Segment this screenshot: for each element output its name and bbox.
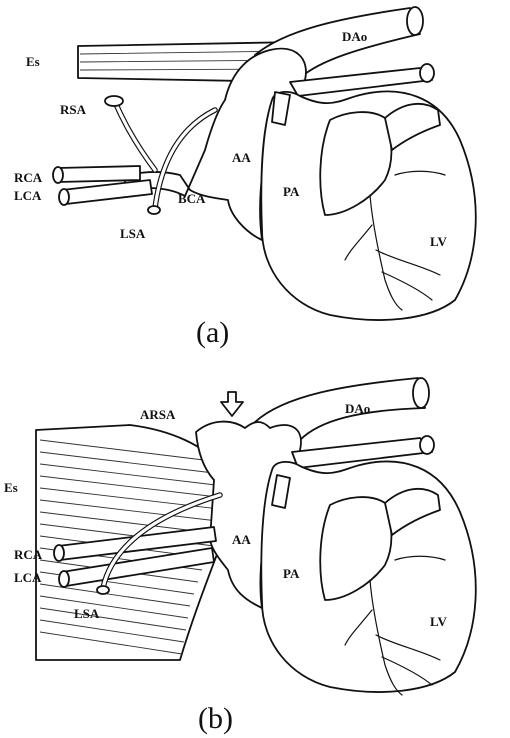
label-lca-a: LCA <box>14 188 42 203</box>
label-aa-b: AA <box>232 532 251 547</box>
ductal-band-b <box>291 435 435 469</box>
lsa-vessel-b <box>96 492 223 595</box>
caption-a: (a) <box>196 316 229 349</box>
lca-vessel-b <box>58 547 215 588</box>
label-dao-b: DAo <box>345 401 370 416</box>
panel-b: ARSA Es RCA LCA LSA AA PA DAo LV (b) <box>4 377 477 735</box>
rsa-vessel-a <box>104 95 158 173</box>
arrow-indicator-icon <box>220 391 244 417</box>
panel-a: Es RSA RCA LCA LSA BCA AA PA DAo LV (a) <box>14 6 477 349</box>
label-pa-a: PA <box>283 184 300 199</box>
lsa-vessel-a <box>147 107 218 215</box>
label-es-a: Es <box>26 54 40 69</box>
descending-aorta-b <box>254 377 430 441</box>
aortic-arch-a <box>124 47 307 241</box>
lca-vessel-a <box>58 179 153 206</box>
label-rca-b: RCA <box>14 547 43 562</box>
label-pa-b: PA <box>283 566 300 581</box>
label-es-b: Es <box>4 480 18 495</box>
label-lv-a: LV <box>430 234 447 249</box>
label-aa-a: AA <box>232 150 251 165</box>
heart-b <box>260 460 477 696</box>
ductal-band-a <box>289 63 435 97</box>
heart-a <box>260 90 477 321</box>
caption-b: (b) <box>198 702 233 735</box>
label-lca-b: LCA <box>14 570 42 585</box>
label-lsa-b: LSA <box>74 606 100 621</box>
label-dao-a: DAo <box>342 29 367 44</box>
label-lsa-a: LSA <box>120 226 146 241</box>
label-rca-a: RCA <box>14 170 43 185</box>
label-lv-b: LV <box>430 614 447 629</box>
rca-vessel-a <box>52 165 141 184</box>
label-bca-a: BCA <box>178 191 206 206</box>
label-rsa-a: RSA <box>60 102 87 117</box>
rca-vessel-b <box>53 526 217 562</box>
label-arsa-b: ARSA <box>140 407 176 422</box>
